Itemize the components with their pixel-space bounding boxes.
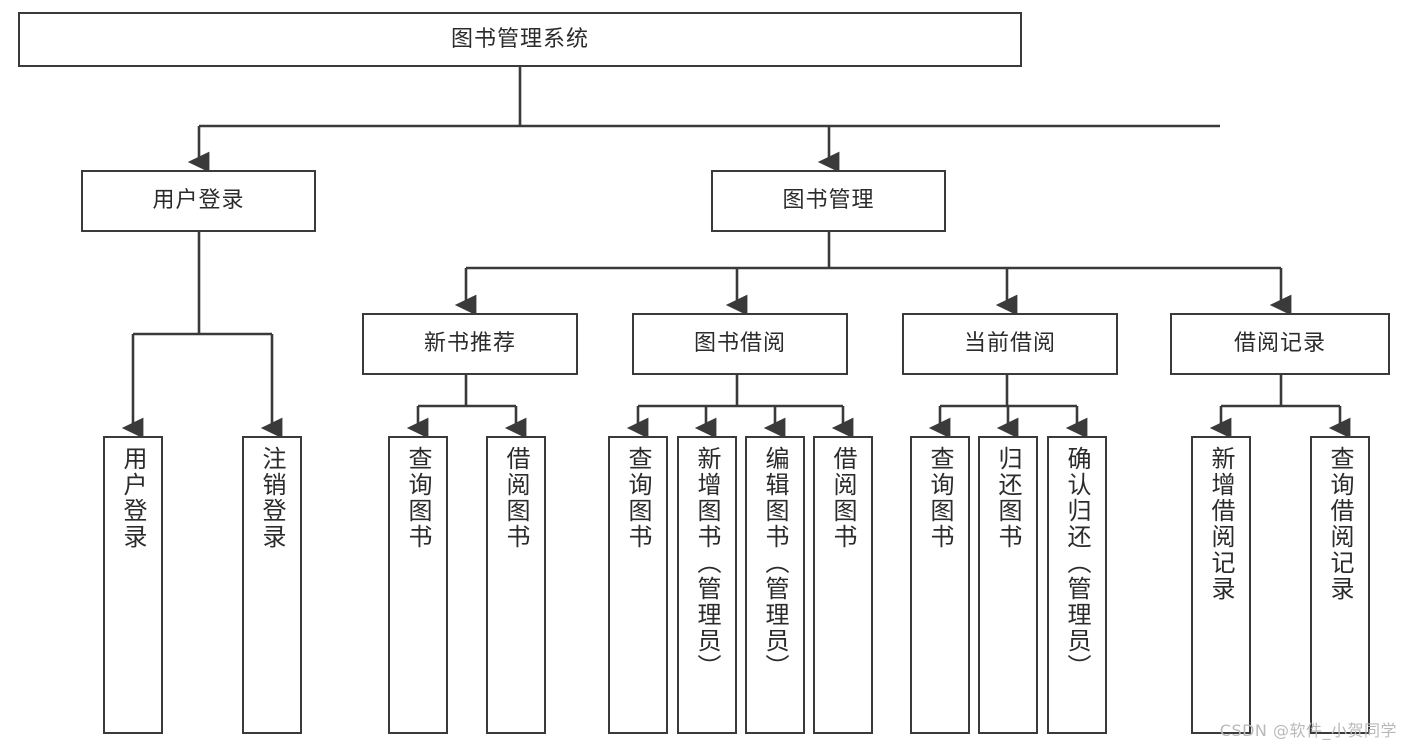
leaf-book-borrow-0[interactable]: 查询图书	[608, 436, 668, 734]
node-user-login[interactable]: 用户登录	[81, 170, 316, 232]
leaf-current-borrow-1[interactable]: 归还图书	[978, 436, 1038, 734]
node-book-management[interactable]: 图书管理	[711, 170, 946, 232]
node-borrow-record-label: 借阅记录	[1233, 331, 1326, 357]
node-book-borrow[interactable]: 图书借阅	[632, 313, 848, 375]
leaf-user-login-0[interactable]: 用户登录	[103, 436, 163, 734]
leaf-label: 查询图书	[404, 446, 432, 550]
leaf-book-borrow-2[interactable]: 编辑图书（管理员）	[745, 436, 805, 734]
node-book-management-label: 图书管理	[782, 188, 875, 214]
leaf-book-borrow-1[interactable]: 新增图书（管理员）	[677, 436, 737, 734]
leaf-label: 新增借阅记录	[1207, 446, 1235, 602]
leaf-book-borrow-3[interactable]: 借阅图书	[813, 436, 873, 734]
leaf-user-login-1[interactable]: 注销登录	[242, 436, 302, 734]
leaf-borrow-record-0[interactable]: 新增借阅记录	[1191, 436, 1251, 734]
node-borrow-record[interactable]: 借阅记录	[1170, 313, 1390, 375]
leaf-label: 借阅图书	[502, 446, 530, 550]
leaf-current-borrow-2[interactable]: 确认归还（管理员）	[1047, 436, 1107, 734]
node-new-book-recommend-label: 新书推荐	[423, 331, 516, 357]
leaf-label: 查询图书	[624, 446, 652, 550]
leaf-new-book-recommend-0[interactable]: 查询图书	[388, 436, 448, 734]
leaf-label: 借阅图书	[829, 446, 857, 550]
leaf-label: 确认归还（管理员）	[1063, 446, 1091, 680]
leaf-label: 查询图书	[926, 446, 954, 550]
leaf-label: 新增图书（管理员）	[693, 446, 721, 680]
node-new-book-recommend[interactable]: 新书推荐	[362, 313, 578, 375]
node-root[interactable]: 图书管理系统	[18, 12, 1022, 67]
leaf-new-book-recommend-1[interactable]: 借阅图书	[486, 436, 546, 734]
leaf-label: 用户登录	[119, 446, 147, 550]
leaf-label: 查询借阅记录	[1326, 446, 1354, 602]
node-root-label: 图书管理系统	[450, 26, 589, 52]
node-current-borrow-label: 当前借阅	[963, 331, 1056, 357]
leaf-label: 归还图书	[994, 446, 1022, 550]
node-current-borrow[interactable]: 当前借阅	[902, 313, 1118, 375]
leaf-borrow-record-1[interactable]: 查询借阅记录	[1310, 436, 1370, 734]
leaf-current-borrow-0[interactable]: 查询图书	[910, 436, 970, 734]
leaf-label: 注销登录	[258, 446, 286, 550]
watermark: CSDN @软件_小贺同学	[1219, 721, 1397, 740]
node-book-borrow-label: 图书借阅	[693, 331, 786, 357]
node-user-login-label: 用户登录	[152, 188, 245, 214]
leaf-label: 编辑图书（管理员）	[761, 446, 789, 680]
